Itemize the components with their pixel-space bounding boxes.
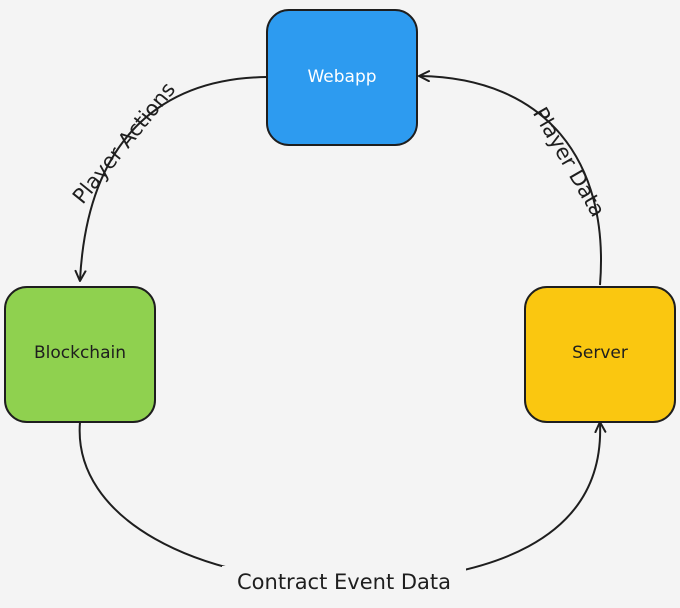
node-blockchain-box xyxy=(4,286,156,423)
node-blockchain: Blockchain xyxy=(4,286,156,423)
node-webapp-label: Webapp xyxy=(307,67,376,87)
node-webapp-box xyxy=(266,9,418,146)
edge-contract-event-data-label: Contract Event Data xyxy=(237,570,451,594)
edge-player-data-line xyxy=(418,70,602,286)
edge-contract-event-data-label-bg xyxy=(222,566,466,598)
edge-player-actions-label: Player Actions xyxy=(68,78,180,209)
edge-player-data: Player Data xyxy=(418,70,610,286)
edge-player-actions: Player Actions xyxy=(68,76,268,282)
node-server-label: Server xyxy=(572,343,628,363)
edge-player-actions-line xyxy=(74,76,268,282)
edge-player-data-label: Player Data xyxy=(528,103,610,221)
node-webapp: Webapp xyxy=(266,9,418,146)
node-server-box xyxy=(524,286,676,423)
node-server: Server xyxy=(524,286,676,423)
edge-contract-event-data-line xyxy=(78,421,607,584)
node-blockchain-label: Blockchain xyxy=(34,343,126,363)
edge-contract-event-data: Contract Event Data xyxy=(78,421,607,598)
